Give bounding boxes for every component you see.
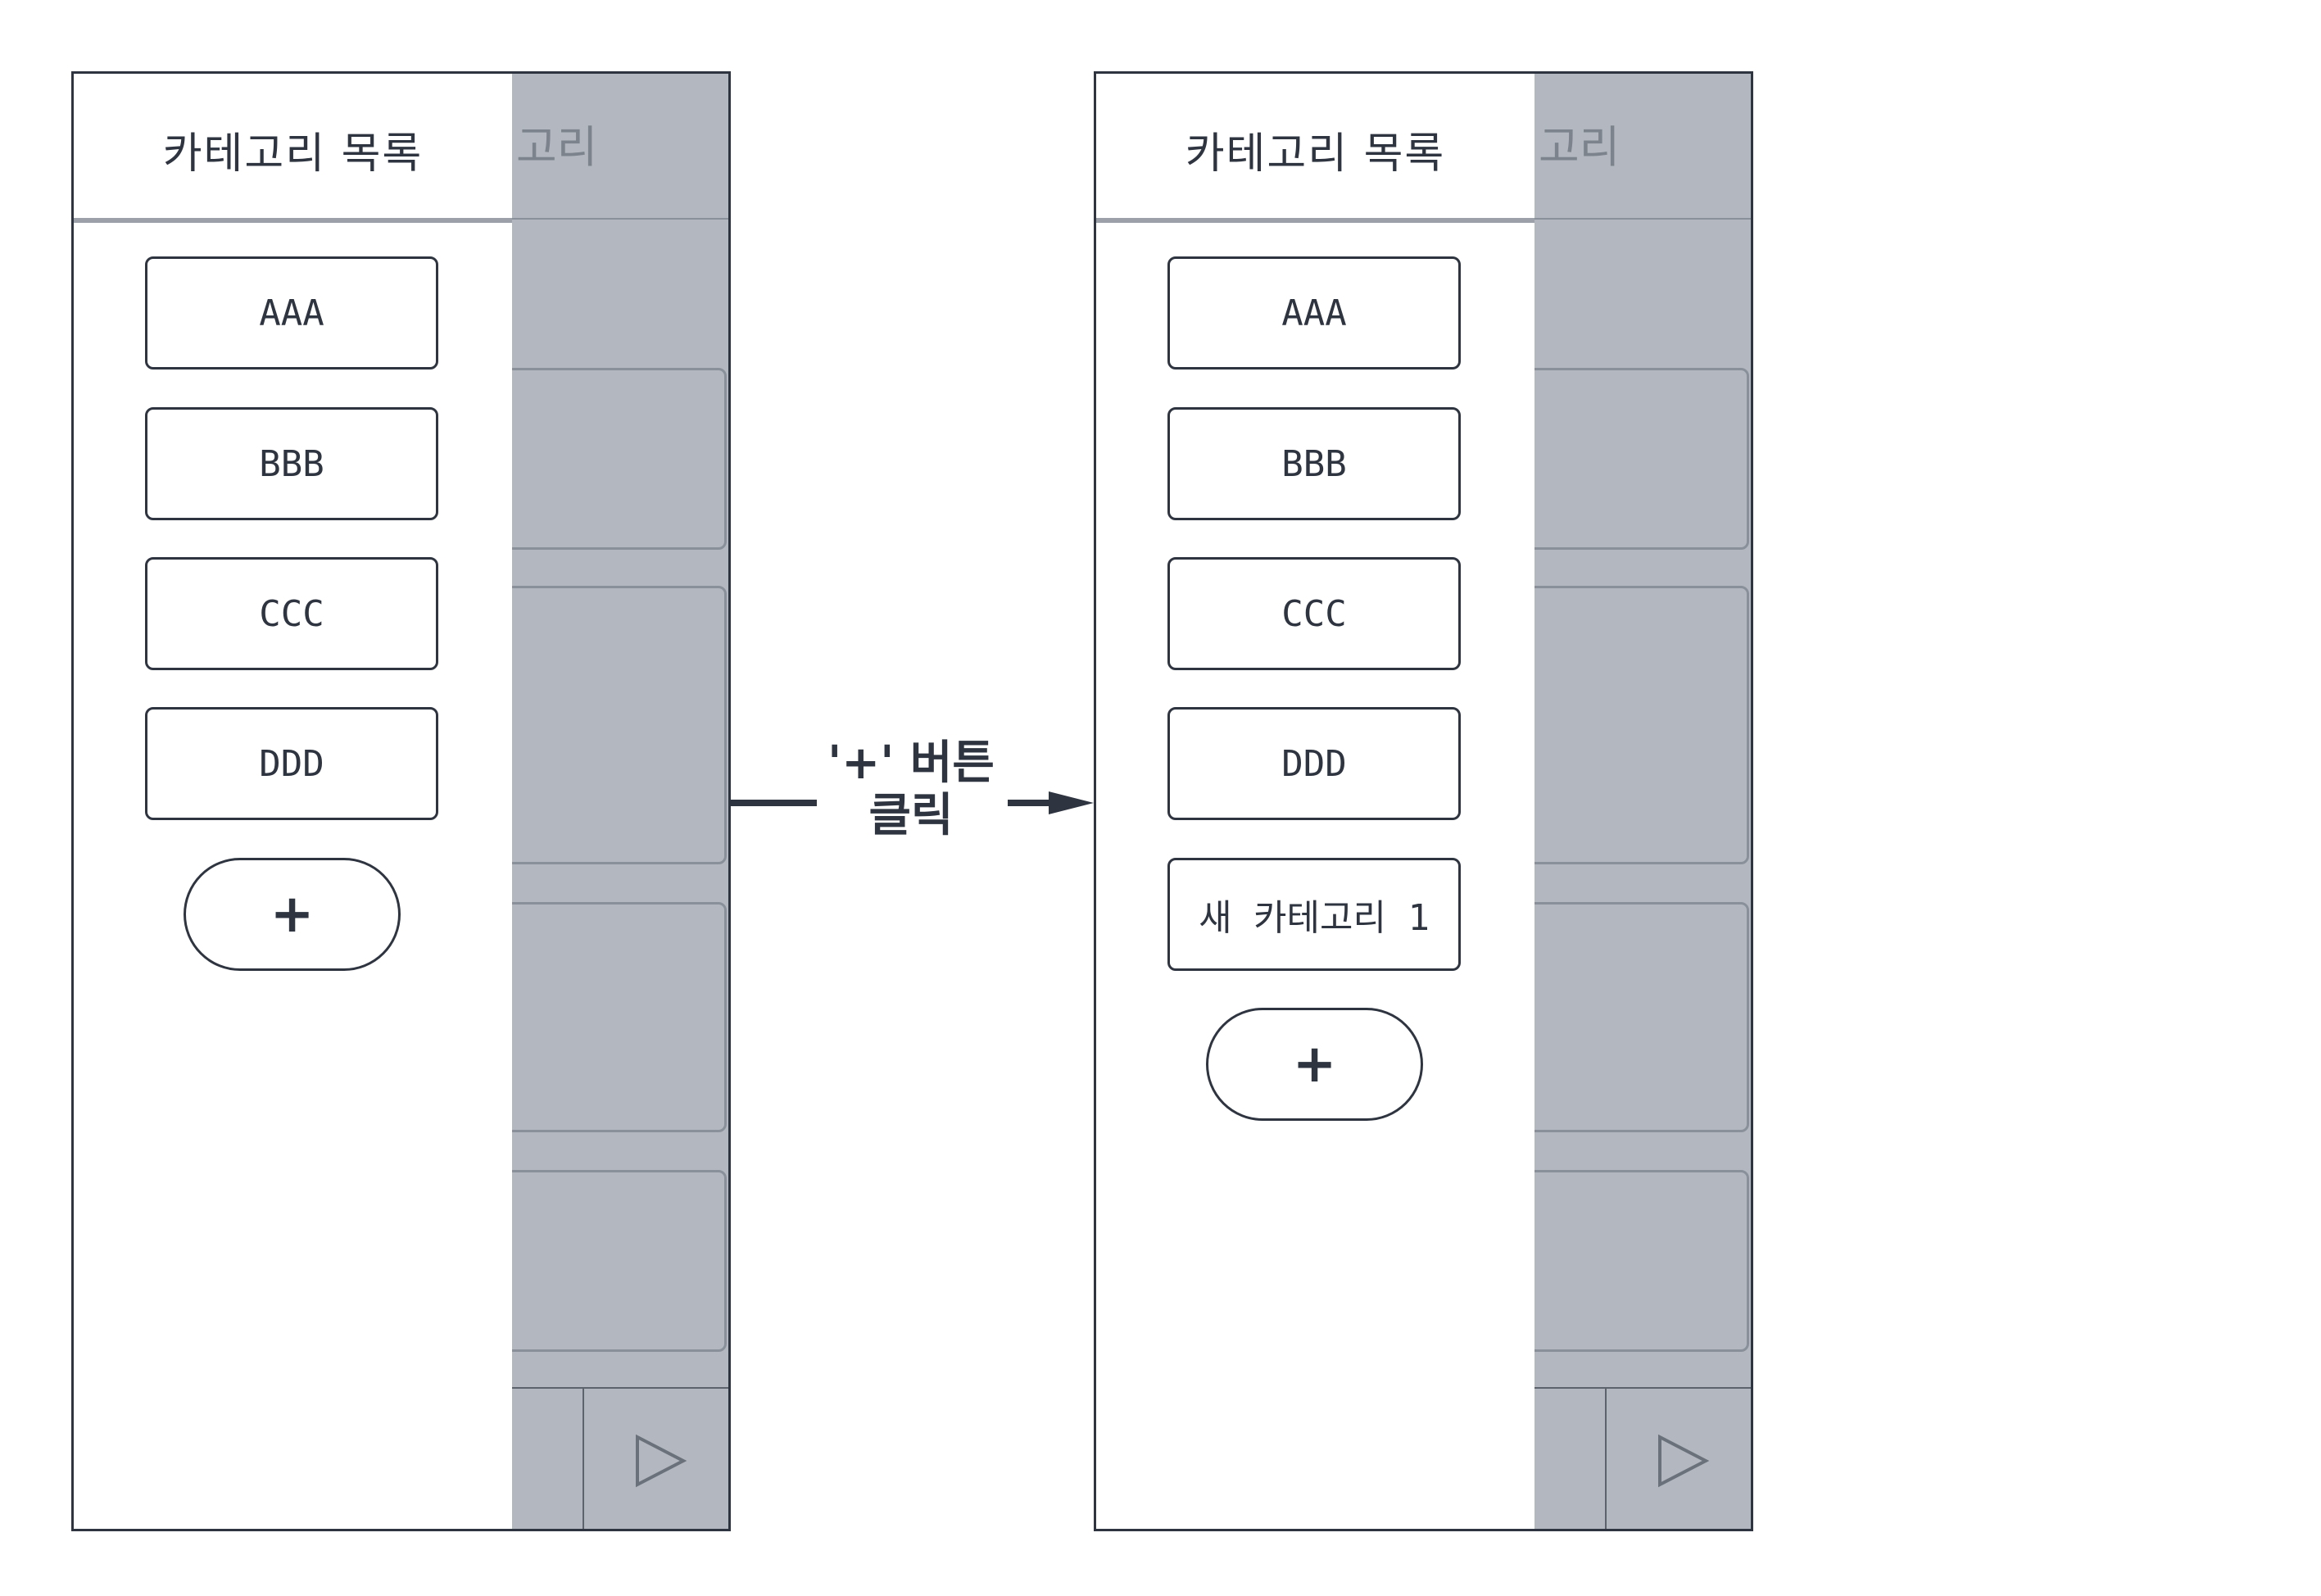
- send-button-divider: [1605, 1387, 1607, 1529]
- transition-label-line1: '+' 버튼: [827, 737, 995, 790]
- drawer-title-underline: [1096, 218, 1534, 223]
- phone-screen-before: 고리 카테고리 목록 AAA BBB CCC DDD +: [71, 71, 731, 1531]
- transition-label-line2: 클릭: [868, 789, 954, 842]
- category-button[interactable]: AAA: [1167, 256, 1461, 370]
- drawer-title: 카테고리 목록: [1185, 129, 1446, 179]
- add-category-button[interactable]: +: [184, 858, 401, 971]
- category-button[interactable]: CCC: [145, 557, 438, 670]
- category-button[interactable]: DDD: [1167, 707, 1461, 820]
- phone-screen-after: 고리 카테고리 목록 AAA BBB CCC DDD 새 카테고리 1 +: [1094, 71, 1753, 1531]
- send-button-divider: [583, 1387, 584, 1529]
- drawer-title: 카테고리 목록: [162, 129, 424, 179]
- background-title: 고리: [1539, 121, 1621, 173]
- category-button[interactable]: BBB: [145, 407, 438, 520]
- add-category-button[interactable]: +: [1206, 1008, 1423, 1121]
- drawer-title-underline: [74, 218, 512, 223]
- category-button[interactable]: DDD: [145, 707, 438, 820]
- transition-label: '+' 버튼 클릭: [796, 737, 1026, 842]
- category-button[interactable]: BBB: [1167, 407, 1461, 520]
- background-title: 고리: [516, 121, 598, 173]
- category-button[interactable]: CCC: [1167, 557, 1461, 670]
- play-triangle-icon[interactable]: [1653, 1432, 1711, 1489]
- category-drawer: 카테고리 목록 AAA BBB CCC DDD +: [74, 74, 512, 1529]
- new-category-button[interactable]: 새 카테고리 1: [1167, 858, 1461, 971]
- play-triangle-icon[interactable]: [631, 1432, 688, 1489]
- category-button[interactable]: AAA: [145, 256, 438, 370]
- transition-arrow: [731, 791, 1094, 814]
- category-drawer: 카테고리 목록 AAA BBB CCC DDD 새 카테고리 1 +: [1096, 74, 1534, 1529]
